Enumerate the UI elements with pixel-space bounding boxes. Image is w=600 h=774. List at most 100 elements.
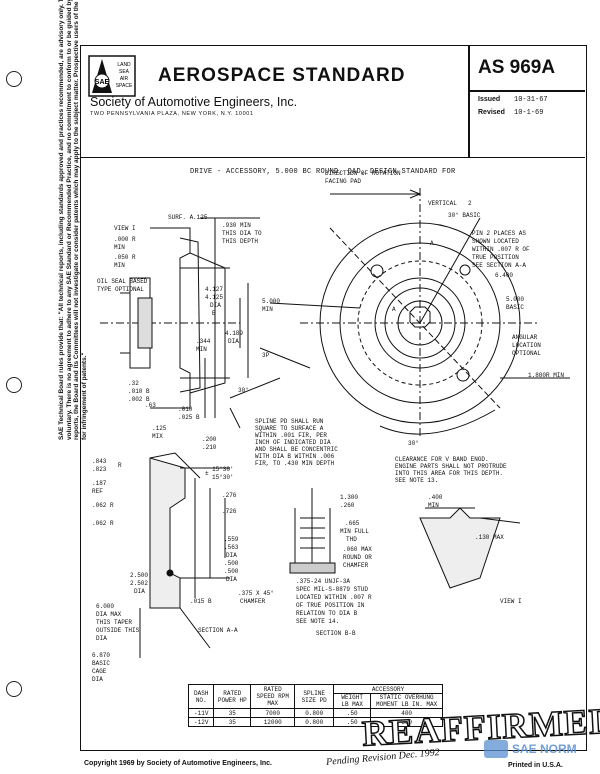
label-559: .559 (224, 536, 239, 543)
header: SAE LAND SEA AIR SPACE AEROSPACE STANDAR… (80, 45, 585, 158)
doc-number-underline (469, 90, 585, 92)
printed-in-usa: Printed in U.S.A. (508, 762, 563, 769)
label-ref: REF (92, 488, 103, 495)
label-view-i-title: VIEW I (500, 598, 522, 605)
label-view-i: VIEW I (114, 225, 136, 232)
label-type-optional: TYPE OPTIONAL (97, 286, 144, 293)
label-15-30-a: 15°30' (212, 466, 234, 473)
label-500-a: .500 (224, 560, 239, 567)
label-823: .823 (92, 466, 107, 473)
org-name: Society of Automotive Engineers, Inc. (90, 95, 298, 109)
label-dia-l3: DIA (134, 588, 145, 595)
label-dia-l2: DIA (226, 576, 237, 583)
label-angular: ANGULAR (512, 334, 538, 341)
label-location: LOCATION (512, 342, 541, 349)
table-cell: 35 (213, 708, 252, 718)
label-400: .400 (428, 494, 443, 501)
revised-date: 10-1-69 (514, 109, 544, 117)
label-outside-this: OUTSIDE THIS (96, 627, 140, 634)
table-header-row: WEIGHT LB MAX STATIC OVERHUNG MOMENT LB … (189, 693, 443, 709)
label-dia-l5: DIA (92, 676, 103, 683)
label-vertical-2: 2 (468, 200, 472, 207)
label-direction: DIRECTION OF ROTATION (325, 170, 401, 177)
table-header-cell: RATED SPEED RPM MAX (250, 684, 296, 709)
table-cell: -12V (187, 717, 215, 727)
watermark-logo-icon (484, 740, 508, 758)
label-see-section-aa: SEE SECTION A-A (472, 262, 527, 269)
label-130-max: .130 MAX (475, 534, 504, 541)
label-basic: BASIC (506, 304, 525, 311)
label-a-top: A (430, 240, 434, 247)
label-section-bb: SECTION B-B (316, 630, 356, 637)
standard-title: AEROSPACE STANDARD (158, 65, 406, 86)
org-address: TWO PENNSYLVANIA PLAZA, NEW YORK, N.Y. 1… (90, 111, 254, 117)
spline-note: SPLINE PD SHALL RUN SQUARE TO SURFACE A … (255, 418, 338, 467)
table-header-cell: DASH NO. (187, 684, 215, 709)
spline-note-line: SQUARE TO SURFACE A (255, 425, 324, 432)
binder-hole-middle (6, 377, 22, 393)
table-group-header: ACCESSORY (333, 684, 443, 694)
stud-note-line: .375-24 UNJF-3A (296, 578, 351, 585)
label-facing-pad: FACING PAD (325, 178, 362, 185)
label-6000: 6.000 (96, 603, 115, 610)
label-min-1: MIN (114, 244, 125, 251)
label-30deg-right: 30° (408, 440, 419, 447)
stud-note-line: LOCATED WITHIN .007 R (296, 594, 372, 601)
table-row: -12V 35 12000 0.800 .50 300 (187, 717, 443, 727)
label-chamfer-b: CHAMFER (343, 562, 369, 569)
label-025-b: .025 B (178, 414, 200, 421)
stud-note-line: OF TRUE POSITION IN (296, 602, 365, 609)
label-6870: 6.870 (92, 652, 111, 659)
label-2500: 2.500 (130, 572, 149, 579)
spec-table: DASH NO. RATED POWER HP RATED SPEED RPM … (187, 684, 443, 727)
label-276: .276 (222, 492, 237, 499)
label-4125: 4.125 (205, 294, 224, 301)
label-015-b: .015 B (190, 598, 212, 605)
label-30-basic: 30° BASIC (448, 212, 481, 219)
label-843: .843 (92, 458, 107, 465)
label-500-b: .500 (224, 568, 239, 575)
label-surf-a: SURF. A (168, 214, 194, 221)
label-060-max: .060 MAX (343, 546, 372, 553)
document-frame (80, 45, 587, 751)
label-dia-2: DIA (228, 338, 239, 345)
table-header-cell: RATED POWER HP (213, 684, 252, 709)
label-oil-seal: OIL SEAL BASED (97, 278, 148, 285)
svg-text:SEA: SEA (119, 69, 130, 75)
clearance-note-line: CLEARANCE FOR V BAND ENGD. (395, 456, 489, 463)
label-min-view: MIN (428, 502, 439, 509)
spline-note-line: FIR, TO .430 MIN DEPTH (255, 460, 335, 467)
clearance-note-line: INTO THIS AREA FOR THIS DEPTH. (395, 470, 504, 477)
table-cell: 35 (213, 717, 252, 727)
label-min-2: MIN (114, 262, 125, 269)
label-dia-l4: DIA (96, 635, 107, 642)
label-this-depth: THIS DEPTH (222, 238, 259, 245)
label-002-b: .002 B (128, 396, 150, 403)
label-min-3: MIN (196, 346, 207, 353)
label-dia-1: DIA (210, 302, 221, 309)
clearance-note-line: SEE NOTE 13. (395, 477, 439, 484)
label-6400: 6.400 (495, 272, 514, 279)
stud-note-line: SEE NOTE 14. (296, 618, 340, 625)
table-cell: 300 (370, 717, 443, 727)
label-000-r: .000 R (114, 236, 136, 243)
table-cell: .50 (333, 717, 372, 727)
label-this-dia-to: THIS DIA TO (222, 230, 262, 237)
label-5000-basic: 5.000 (506, 296, 525, 303)
label-r-1: R (118, 462, 122, 469)
label-344: .344 (196, 338, 211, 345)
label-optional: OPTIONAL (512, 350, 541, 357)
label-050-r: .050 R (114, 254, 136, 261)
label-this-taper: THIS TAPER (96, 619, 133, 626)
header-divider (468, 45, 470, 157)
label-726: .726 (222, 508, 237, 515)
table-header-cell: SPLINE SIZE PD (294, 684, 335, 709)
label-125: .125 (193, 214, 208, 221)
table-header-cell: STATIC OVERHUNG MOMENT LB IN. MAX (370, 693, 443, 709)
table-cell: 12000 (250, 717, 296, 727)
label-a-bottom: A (392, 306, 396, 313)
label-shown-located: SHOWN LOCATED (472, 238, 519, 245)
spline-note-line: AND SHALL BE CONCENTRIC (255, 446, 338, 453)
label-200: .200 (202, 436, 217, 443)
spline-note-line: WITH DIA B WITHIN .006 (255, 453, 335, 460)
